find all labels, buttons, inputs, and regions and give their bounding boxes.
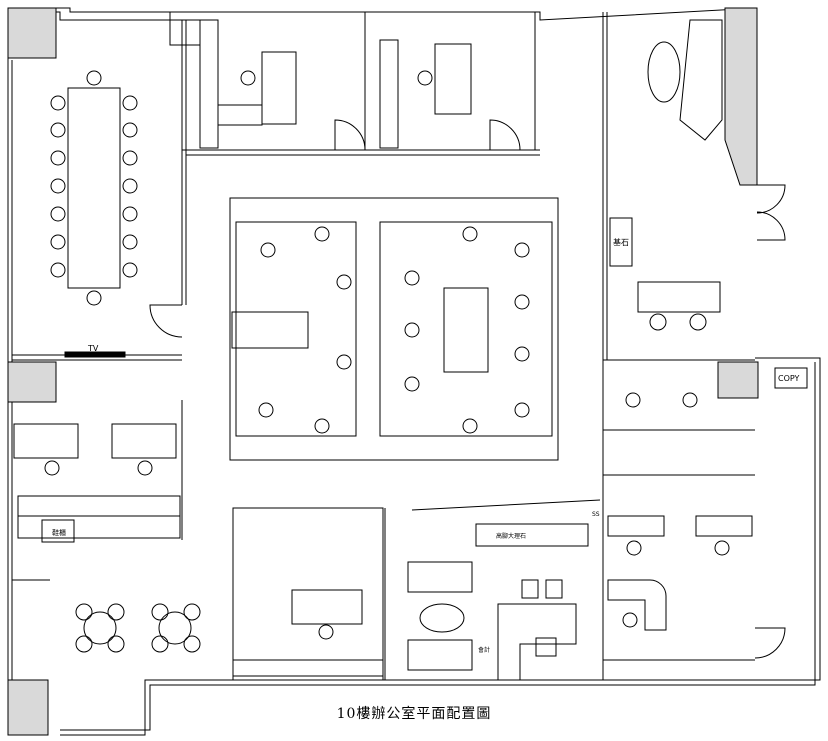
chair [137,460,153,476]
chair [417,70,433,86]
desk [13,423,79,459]
column [7,7,57,59]
chair [625,392,641,408]
desk [434,43,472,115]
column [7,679,49,736]
center-table [231,311,309,349]
office-storage [379,39,399,149]
label-ss: SS [592,511,600,518]
chair [649,313,667,331]
sofa [679,19,723,141]
door-swing [754,627,786,659]
office [232,507,384,681]
desk [217,104,263,126]
door-swing [489,119,521,151]
executive-desk [637,281,721,313]
cabinet [41,519,75,543]
chair [44,460,60,476]
label-tv: TV [87,344,99,353]
chair [682,392,698,408]
door-swing [149,304,183,338]
storage-row [232,659,384,677]
column [7,361,57,403]
conference-table [67,87,121,289]
curved-desk [607,579,667,631]
label-shoe-cabinet: 鞋櫃 [52,528,66,537]
desk [111,423,177,459]
chair [545,579,563,599]
plan-title: 10樓辦公室平面配置圖 [336,706,492,722]
chair [714,540,730,556]
chair [318,624,334,640]
chair [535,637,557,657]
workstation-cluster [379,221,553,437]
door-swing [756,184,786,214]
label-kuai-ji: 會計 [478,646,490,654]
south-wall-inner [60,362,816,731]
workstation-cluster [235,221,357,437]
south-wall [60,357,821,736]
label-copy: COPY [778,374,800,383]
copy-machine [774,367,808,389]
reception-counter [497,603,577,681]
workstation-chairs [258,226,530,434]
coffee-table [419,603,465,633]
workstation [695,515,753,537]
chair [626,540,642,556]
desk [291,589,363,625]
center-table [443,287,489,373]
cafe-tables [75,603,201,653]
chair [689,313,707,331]
storage-row [17,495,181,517]
conference-chairs [50,70,138,306]
workstation [607,515,665,537]
sofa [407,639,473,671]
sofa [407,561,473,593]
column [717,361,759,399]
wall [411,499,601,511]
chair [240,70,256,86]
round-table [647,41,681,103]
label-feature-wall: 高腳大理石 [496,532,526,540]
door-swing [756,211,786,241]
tv-unit [64,351,126,358]
label-base-stone: 基石 [613,237,629,247]
cabinet [609,217,633,267]
desk [261,51,297,125]
storage-row [17,515,181,539]
chair [521,579,539,599]
central-workstations [229,197,559,461]
column [724,7,758,186]
door-swing [334,119,366,151]
reception-sign [475,523,589,547]
office-storage [199,19,219,149]
chair [622,612,638,628]
